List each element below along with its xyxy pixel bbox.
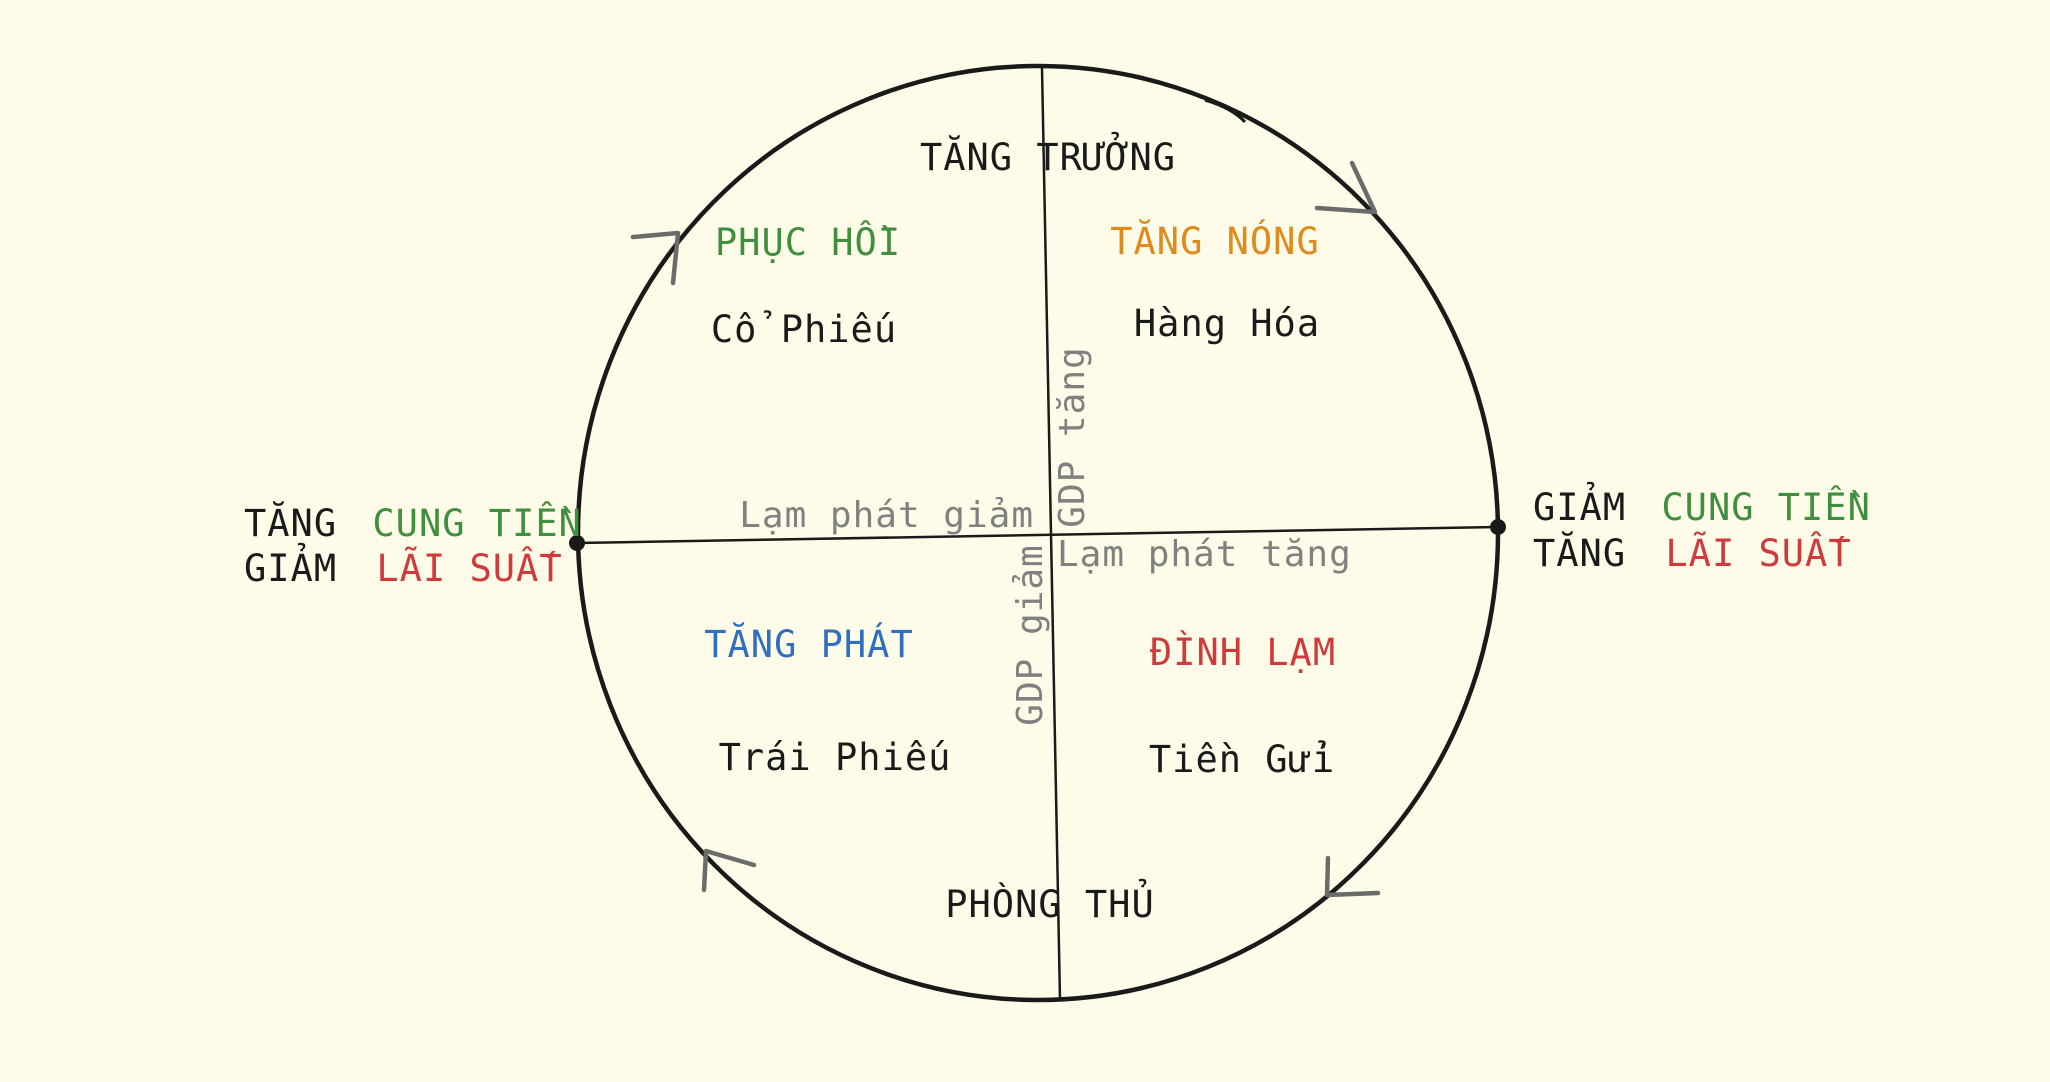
- gdp-down-label: GDP giảm: [1010, 544, 1051, 725]
- arrow-top-left-icon: [630, 230, 681, 286]
- right-policy-line1-prefix: GIẢM: [1533, 480, 1626, 529]
- left-policy-line2-prefix: GIẢM: [244, 541, 337, 590]
- inflation-down-label: Lạm phát giảm: [739, 495, 1034, 536]
- cycle-circle: [575, 63, 1501, 1003]
- right-axis-dot: [1490, 519, 1506, 535]
- left-policy-block: TĂNG CUNG TIỀN GIẢM LÃI SUẤT: [244, 501, 582, 590]
- left-policy-line1-prefix: TĂNG: [244, 501, 337, 545]
- circle-overdraw-stroke: [1204, 98, 1247, 124]
- svg-text:TĂNG LÃI SUẤT: TĂNG LÃI SUẤT: [1533, 531, 1852, 575]
- asset-label-bottom-left: Trái Phiếu: [719, 736, 952, 779]
- asset-label-bottom-right: Tiền Gửi: [1149, 738, 1335, 781]
- horizontal-axis-line: [576, 525, 1499, 545]
- asset-label-top-left: Cổ Phiếu: [711, 308, 897, 351]
- right-policy-line1-term: CUNG TIỀN: [1661, 485, 1870, 529]
- phase-label-bottom-left: TĂNG PHÁT: [704, 622, 913, 666]
- svg-text:TĂNG CUNG TIỀN: TĂNG CUNG TIỀN: [244, 501, 582, 545]
- top-label: TĂNG TRƯỞNG: [920, 130, 1176, 179]
- arrow-top-right-icon: [1314, 160, 1378, 215]
- arrow-bottom-left-icon: [701, 848, 757, 893]
- phase-label-bottom-right: ĐÌNH LẠM: [1150, 630, 1336, 674]
- right-policy-line2-term: LÃI SUẤT: [1665, 531, 1851, 575]
- phase-label-top-right: TĂNG NÓNG: [1110, 219, 1319, 263]
- left-axis-dot: [569, 535, 585, 551]
- asset-label-top-right: Hàng Hóa: [1134, 302, 1320, 345]
- gdp-up-label: GDP tăng: [1052, 346, 1093, 527]
- phase-label-top-left: PHỤC HỒI: [715, 220, 901, 264]
- bottom-label: PHÒNG THỦ: [945, 877, 1154, 926]
- svg-text:GIẢM LÃI SUẤT: GIẢM LÃI SUẤT: [244, 541, 563, 590]
- left-policy-line1-term: CUNG TIỀN: [372, 501, 581, 545]
- right-policy-block: GIẢM CUNG TIỀN TĂNG LÃI SUẤT: [1533, 480, 1871, 575]
- right-policy-line2-prefix: TĂNG: [1533, 531, 1626, 575]
- arrow-bottom-right-icon: [1324, 855, 1381, 898]
- svg-text:GIẢM CUNG TIỀN: GIẢM CUNG TIỀN: [1533, 480, 1871, 529]
- inflation-up-label: Lạm phát tăng: [1057, 534, 1352, 575]
- left-policy-line2-term: LÃI SUẤT: [376, 546, 562, 590]
